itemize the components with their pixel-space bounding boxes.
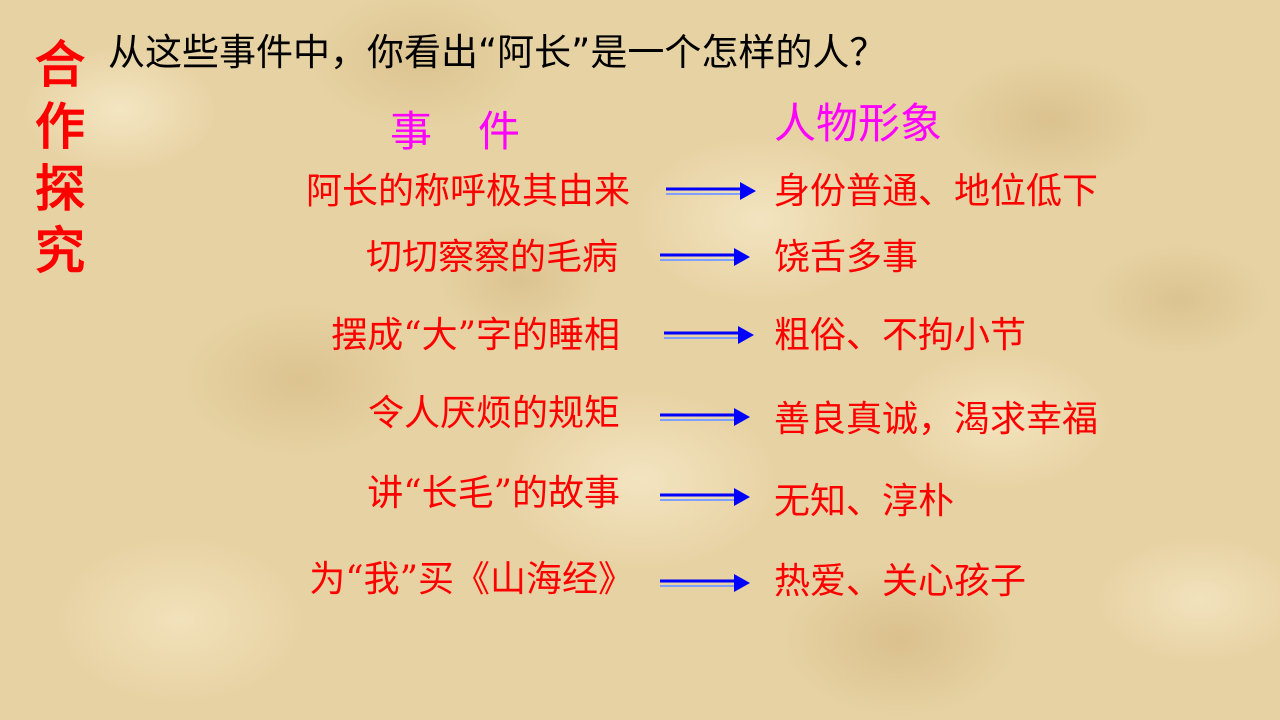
event-row: 阿长的称呼极其由来 身份普通、地位低下 xyxy=(0,166,1280,218)
arrow-right-icon xyxy=(666,182,756,200)
question-text: 从这些事件中，你看出“阿长”是一个怎样的人？ xyxy=(108,31,887,74)
event-text: 讲“长毛”的故事 xyxy=(367,473,620,514)
trait-text: 粗俗、不拘小节 xyxy=(774,315,1027,356)
event-text: 切切察察的毛病 xyxy=(365,237,618,278)
trait-text: 饶舌多事 xyxy=(774,237,919,278)
event-text: 阿长的称呼极其由来 xyxy=(305,171,630,212)
header-events: 事 件 xyxy=(390,107,523,156)
trait-text: 无知、淳朴 xyxy=(774,481,955,522)
event-text: 令人厌烦的规矩 xyxy=(367,393,620,434)
event-row: 摆成“大”字的睡相 粗俗、不拘小节 xyxy=(0,310,1280,362)
trait-text: 身份普通、地位低下 xyxy=(774,171,1099,212)
event-text: 摆成“大”字的睡相 xyxy=(331,315,620,356)
event-row: 讲“长毛”的故事 无知、淳朴 xyxy=(0,468,1280,522)
side-title-char: 探 xyxy=(35,160,85,218)
side-title-char: 作 xyxy=(35,98,85,156)
arrow-right-icon xyxy=(660,574,750,592)
side-title-vertical: 合 作 探 究 xyxy=(28,34,92,282)
event-row: 切切察察的毛病 饶舌多事 xyxy=(0,232,1280,284)
side-title-char: 究 xyxy=(35,222,85,280)
arrow-right-icon xyxy=(660,488,750,506)
event-text: 为“我”买《山海经》 xyxy=(309,559,634,600)
arrow-right-icon xyxy=(660,248,750,266)
trait-text: 善良真诚，渴求幸福 xyxy=(774,399,1099,440)
header-character-traits: 人物形象 xyxy=(774,99,943,148)
event-row: 为“我”买《山海经》 热爱、关心孩子 xyxy=(0,554,1280,606)
event-row: 令人厌烦的规矩 善良真诚，渴求幸福 xyxy=(0,388,1280,440)
side-title-char: 合 xyxy=(35,36,85,94)
trait-text: 热爱、关心孩子 xyxy=(774,561,1027,602)
arrow-right-icon xyxy=(664,326,754,344)
arrow-right-icon xyxy=(660,408,750,426)
